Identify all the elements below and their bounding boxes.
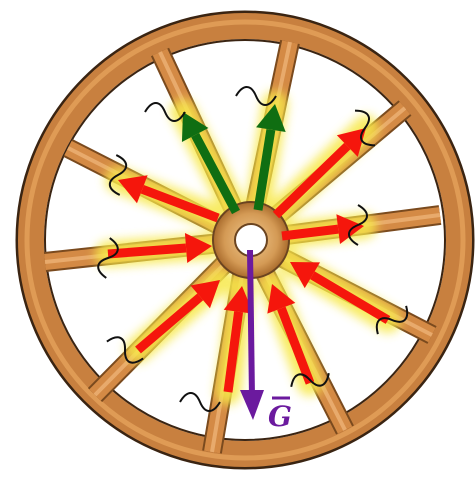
gravity-label-text: G xyxy=(268,400,292,433)
gravity-label: G xyxy=(268,398,292,433)
red-arrow xyxy=(138,280,220,350)
red-arrow xyxy=(290,262,388,320)
red-arrow xyxy=(276,128,366,215)
